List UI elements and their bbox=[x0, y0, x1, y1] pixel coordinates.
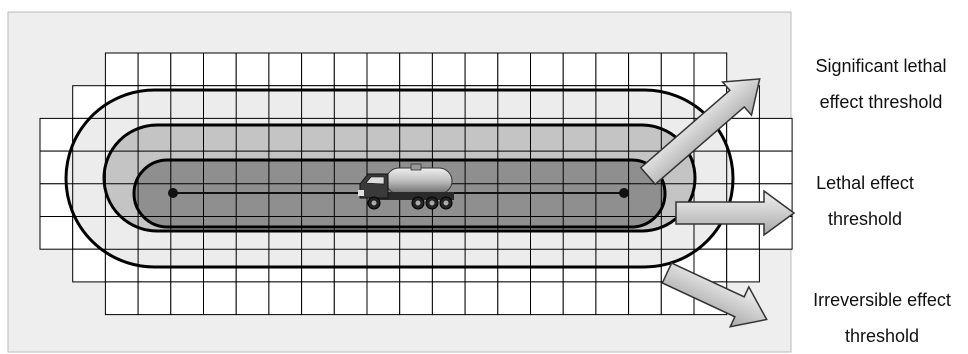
label-significant-lethal: Significant lethal effect threshold bbox=[795, 48, 967, 120]
grid-cell bbox=[302, 282, 335, 315]
label-lethal-line2: threshold bbox=[795, 201, 935, 237]
grid-cell bbox=[727, 249, 760, 282]
label-significant-lethal-line1: Significant lethal bbox=[795, 48, 967, 84]
grid-cell bbox=[236, 53, 269, 86]
grid-cell bbox=[73, 249, 106, 282]
grid-cell bbox=[105, 53, 138, 86]
grid-cell bbox=[629, 282, 662, 315]
grid-cell bbox=[400, 282, 433, 315]
grid-cell bbox=[204, 53, 237, 86]
label-irreversible: Irreversible effect threshold bbox=[796, 282, 968, 354]
grid-cell bbox=[400, 53, 433, 86]
route-start-point bbox=[168, 188, 178, 198]
grid-cell bbox=[334, 53, 367, 86]
grid-cell bbox=[236, 282, 269, 315]
grid-cell bbox=[432, 282, 465, 315]
grid-cell bbox=[759, 118, 792, 151]
grid-cell bbox=[727, 118, 760, 151]
grid-cell bbox=[105, 282, 138, 315]
grid-cell bbox=[563, 282, 596, 315]
grid-cell bbox=[661, 53, 694, 86]
grid-cell bbox=[563, 53, 596, 86]
label-irreversible-line1: Irreversible effect bbox=[796, 282, 968, 318]
label-lethal-line1: Lethal effect bbox=[795, 165, 935, 201]
grid-cell bbox=[138, 53, 171, 86]
grid-cell bbox=[694, 53, 727, 86]
grid-cell bbox=[531, 282, 564, 315]
grid-cell bbox=[204, 282, 237, 315]
grid-cell bbox=[629, 53, 662, 86]
route-end-point bbox=[619, 188, 629, 198]
grid-cell bbox=[759, 151, 792, 184]
grid-cell bbox=[498, 53, 531, 86]
grid-cell bbox=[498, 282, 531, 315]
grid-cell bbox=[334, 282, 367, 315]
grid-cell bbox=[171, 53, 204, 86]
grid-cell bbox=[367, 53, 400, 86]
grid-cell bbox=[138, 282, 171, 315]
grid-cell bbox=[596, 282, 629, 315]
label-irreversible-line2: threshold bbox=[796, 318, 968, 354]
grid-cell bbox=[40, 118, 73, 151]
grid-cell bbox=[40, 217, 73, 250]
grid-cell bbox=[302, 53, 335, 86]
grid-cell bbox=[596, 53, 629, 86]
label-lethal: Lethal effect threshold bbox=[795, 165, 935, 237]
grid-cell bbox=[171, 282, 204, 315]
grid-cell bbox=[465, 282, 498, 315]
grid-cell bbox=[269, 282, 302, 315]
grid-cell bbox=[465, 53, 498, 86]
grid-cell bbox=[367, 282, 400, 315]
grid-cell bbox=[269, 53, 302, 86]
grid-cell bbox=[531, 53, 564, 86]
grid-cell bbox=[432, 53, 465, 86]
label-significant-lethal-line2: effect threshold bbox=[795, 84, 967, 120]
